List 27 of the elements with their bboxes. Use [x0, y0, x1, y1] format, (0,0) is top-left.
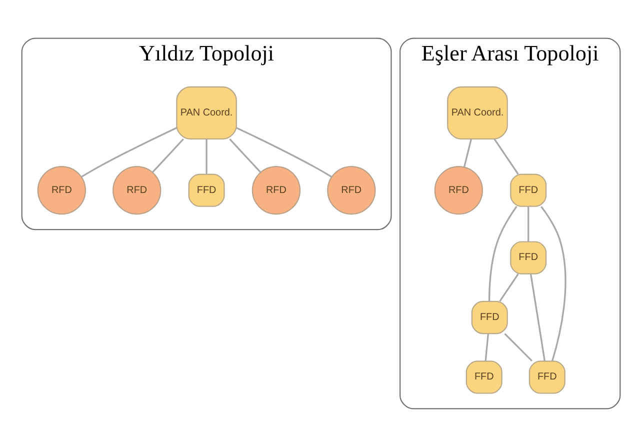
- connector: [499, 274, 519, 302]
- connector: [540, 206, 566, 362]
- node-circle: RFD: [434, 166, 483, 215]
- node-circle: RFD: [327, 166, 376, 215]
- connector: [484, 334, 490, 361]
- connector: [530, 274, 546, 362]
- connector: [504, 333, 533, 362]
- node-box: FFD: [466, 360, 502, 394]
- node-circle: RFD: [112, 166, 162, 215]
- connector: [229, 138, 262, 173]
- connector: [528, 206, 530, 242]
- connector: [80, 127, 177, 178]
- connector: [236, 127, 332, 178]
- node-box: FFD: [471, 300, 508, 334]
- node-box: PAN Coord.: [176, 86, 237, 140]
- node-circle: RFD: [252, 166, 301, 215]
- connector: [488, 206, 518, 302]
- node-box: FFD: [510, 241, 547, 274]
- node-circle: RFD: [37, 166, 86, 215]
- connector: [152, 138, 184, 173]
- node-box: FFD: [188, 174, 225, 207]
- connector: [206, 139, 208, 174]
- connector: [463, 138, 472, 168]
- connector: [494, 138, 519, 175]
- node-box: FFD: [528, 360, 566, 394]
- node-box: PAN Coord.: [447, 86, 508, 140]
- node-box: FFD: [510, 174, 547, 207]
